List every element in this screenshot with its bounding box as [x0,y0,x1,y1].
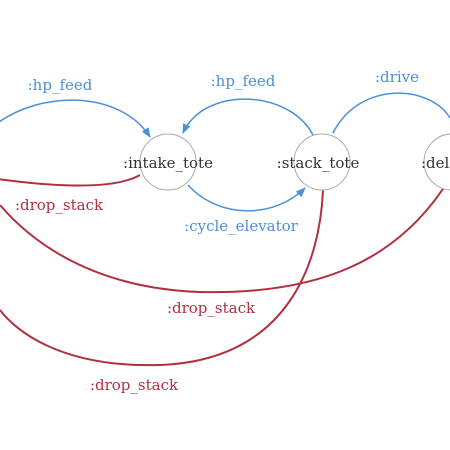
edge-hp-feed-top [182,98,314,136]
edge-drop-stack-left [0,174,141,187]
edge-label-hp-feed-top: :hp_feed [211,72,276,90]
node-intake-tote-label: :intake_tote [123,154,213,172]
edge-cycle-elevator [187,184,306,212]
edge-drop-stack-bottom [0,189,324,367]
edge-drop-stack-middle [0,177,450,294]
node-deliver[interactable] [423,133,450,191]
edge-label-cycle-elevator: :cycle_elevator [184,217,299,235]
node-stack-tote[interactable] [293,133,351,191]
edge-label-hp-feed-left: :hp_feed [28,76,93,94]
edge-drive [332,92,450,134]
node-intake-tote[interactable] [139,133,197,191]
edge-label-drop-stack-middle: :drop_stack [167,299,256,317]
edge-label-drive: :drive [375,68,419,86]
node-deliver-label: :del [421,154,450,172]
edge-label-drop-stack-left: :drop_stack [15,196,104,214]
edge-hp-feed-left [0,99,151,138]
edge-label-drop-stack-bottom: :drop_stack [90,376,179,394]
node-stack-tote-label: :stack_tote [277,154,360,172]
